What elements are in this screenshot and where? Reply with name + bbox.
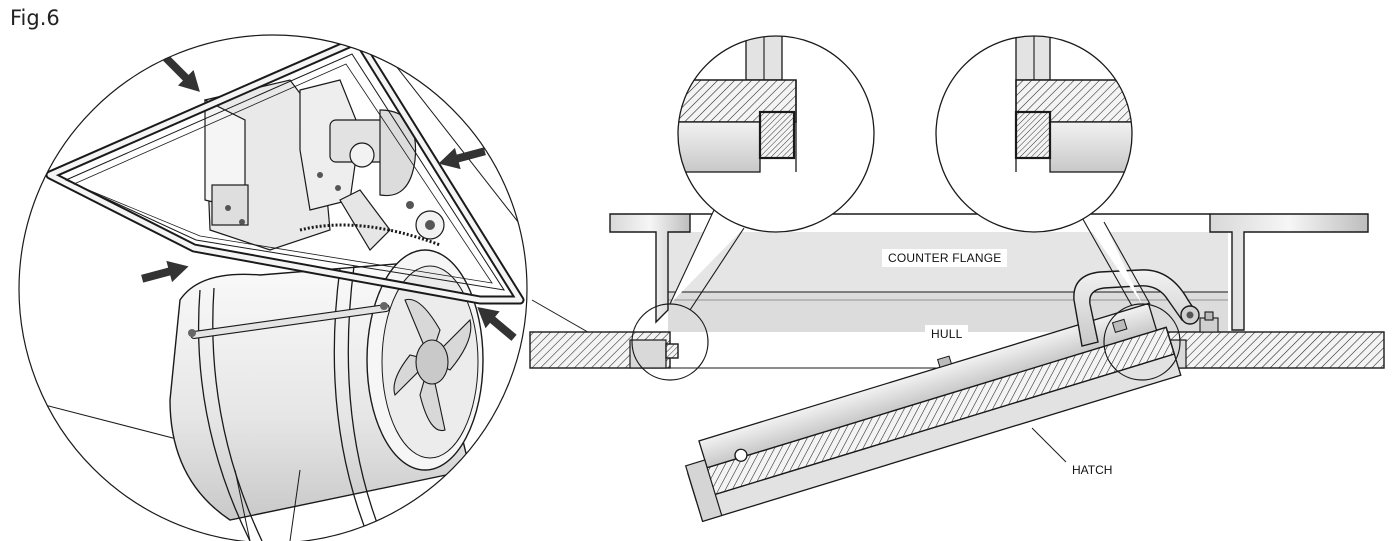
detail-circle-content bbox=[19, 35, 527, 541]
hatch-leader-line bbox=[1031, 427, 1067, 463]
drive-mechanism bbox=[299, 79, 445, 251]
hull-right bbox=[1149, 331, 1385, 369]
hatch-cover bbox=[698, 302, 1158, 469]
perspective-detail bbox=[18, 34, 641, 541]
counter-flange-left bbox=[609, 213, 691, 324]
zoom-circle-right bbox=[935, 35, 1133, 233]
flange-bolt bbox=[1199, 311, 1219, 333]
zoom-detail-right bbox=[935, 35, 1151, 307]
counter-flange-right bbox=[1209, 213, 1369, 331]
gasket-left bbox=[665, 343, 679, 359]
arrow-left bbox=[141, 260, 189, 283]
hull-label: HULL bbox=[925, 325, 969, 343]
pressure-arrows bbox=[141, 55, 517, 341]
propeller bbox=[393, 298, 472, 432]
arrow-top bbox=[163, 55, 200, 92]
counter-flange-label: COUNTER FLANGE bbox=[882, 249, 1008, 267]
figure-label: Fig.6 bbox=[10, 6, 60, 30]
hatch-label: HATCH bbox=[1072, 463, 1113, 477]
detail-circle-outline bbox=[18, 34, 528, 541]
hinge-arm bbox=[1073, 269, 1200, 347]
hatch-gasket-frame bbox=[45, 35, 525, 305]
zoom-detail-left bbox=[669, 35, 875, 311]
cross-section bbox=[529, 213, 1385, 523]
zoom-circle-left bbox=[677, 35, 875, 233]
hatch-assembly bbox=[684, 302, 1182, 523]
tunnel-tube bbox=[169, 249, 484, 541]
arrow-right-upper bbox=[438, 147, 486, 170]
arrow-right-lower bbox=[477, 307, 517, 341]
